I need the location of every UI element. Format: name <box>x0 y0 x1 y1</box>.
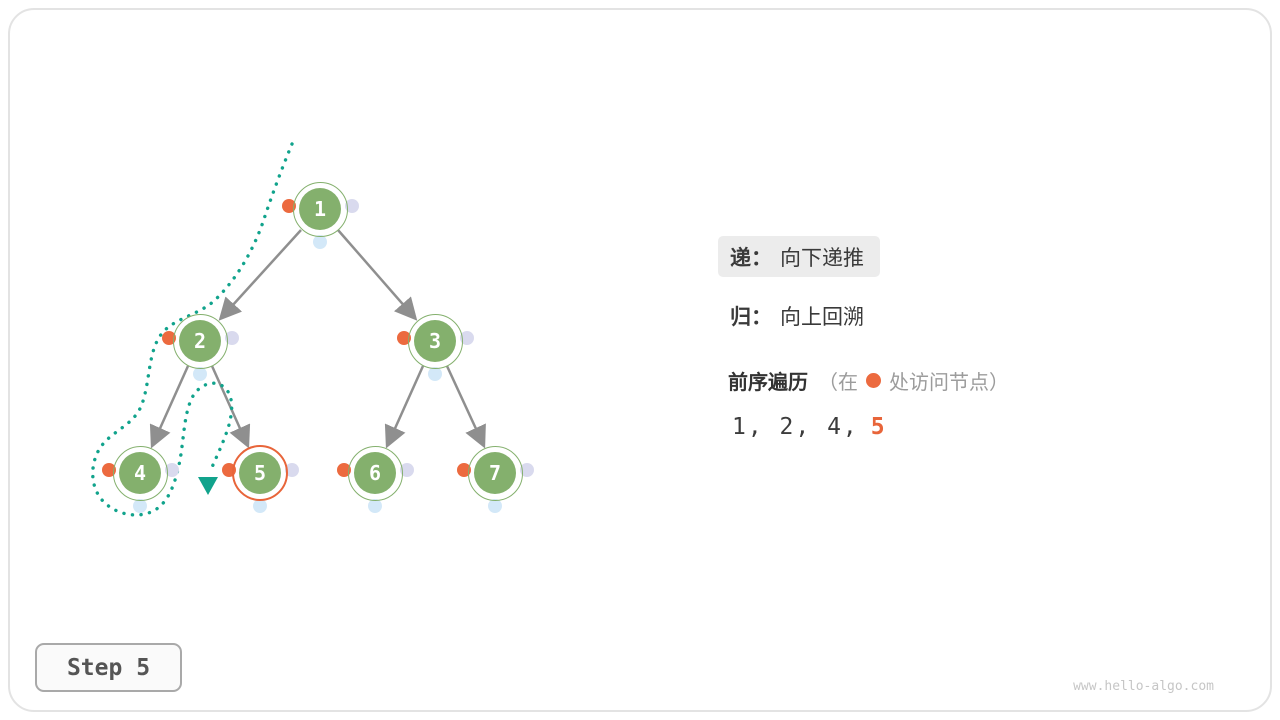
tree-edge <box>384 365 425 449</box>
tree-node-4: 4 <box>102 445 179 513</box>
node-value: 5 <box>253 461 267 485</box>
tree-edge <box>149 365 190 449</box>
inorder-visit-dot-icon <box>428 367 442 381</box>
tree-node-2: 2 <box>162 313 239 381</box>
preorder-visit-dot-icon <box>337 463 351 477</box>
postorder-visit-dot-icon <box>400 463 414 477</box>
tree-node-3: 3 <box>397 313 474 381</box>
postorder-visit-dot-icon <box>460 331 474 345</box>
tree-node-7: 7 <box>457 445 534 513</box>
tree-node-6: 6 <box>337 445 414 513</box>
tree-edges <box>149 229 486 449</box>
preorder-visit-dot-icon <box>282 199 296 213</box>
traversal-cursor-triangle <box>198 477 218 495</box>
step-label: Step 5 <box>66 654 151 681</box>
node-value: 3 <box>428 329 442 353</box>
preorder-visit-dot-icon <box>397 331 411 345</box>
watermark: www.hello-algo.com <box>1073 679 1214 694</box>
traversal-title: 前序遍历 <box>728 369 808 394</box>
legend-recurse: 递： 向下递推 <box>718 236 880 277</box>
preorder-visit-dot-icon <box>162 331 176 345</box>
traversal-note-close: 处访问节点） <box>889 369 1009 394</box>
step-badge: Step 5 <box>35 643 182 692</box>
sequence-current: 5 <box>870 414 887 440</box>
node-value: 6 <box>368 461 382 485</box>
legend-recurse-label: 递： <box>730 245 772 270</box>
traversal-sequence: 1, 2, 4, 5 <box>732 412 887 442</box>
inorder-visit-dot-icon <box>253 499 267 513</box>
traversal-note-open: （在 <box>818 369 858 394</box>
inorder-visit-dot-icon <box>193 367 207 381</box>
inorder-visit-dot-icon <box>133 499 147 513</box>
tree-node-5-current: 5 <box>222 445 299 513</box>
orange-circle-icon <box>866 372 881 388</box>
sequence-visited: 1, 2, 4, <box>732 414 859 440</box>
tree-edge <box>445 365 486 449</box>
node-value: 1 <box>313 197 327 221</box>
postorder-visit-dot-icon <box>520 463 534 477</box>
tree-edge <box>218 229 302 321</box>
inorder-visit-dot-icon <box>368 499 382 513</box>
node-value: 2 <box>193 329 207 353</box>
node-value: 7 <box>488 461 502 485</box>
traversal-legend: 前序遍历 （在 处访问节点） <box>728 364 1009 396</box>
inorder-visit-dot-icon <box>313 235 327 249</box>
legend-backtrack-label: 归： <box>730 305 772 329</box>
node-value: 4 <box>133 461 147 485</box>
legend-backtrack-text: 向上回溯 <box>780 305 864 329</box>
legend-backtrack: 归： 向上回溯 <box>730 297 864 335</box>
tree-edge <box>337 229 418 321</box>
preorder-visit-dot-icon <box>102 463 116 477</box>
postorder-visit-dot-icon <box>225 331 239 345</box>
inorder-visit-dot-icon <box>488 499 502 513</box>
postorder-visit-dot-icon <box>345 199 359 213</box>
preorder-visit-dot-icon <box>222 463 236 477</box>
legend-recurse-text: 向下递推 <box>780 245 864 270</box>
tree-node-1: 1 <box>282 181 359 249</box>
postorder-visit-dot-icon <box>165 463 179 477</box>
preorder-visit-dot-icon <box>457 463 471 477</box>
tree-edge <box>210 365 251 449</box>
postorder-visit-dot-icon <box>285 463 299 477</box>
